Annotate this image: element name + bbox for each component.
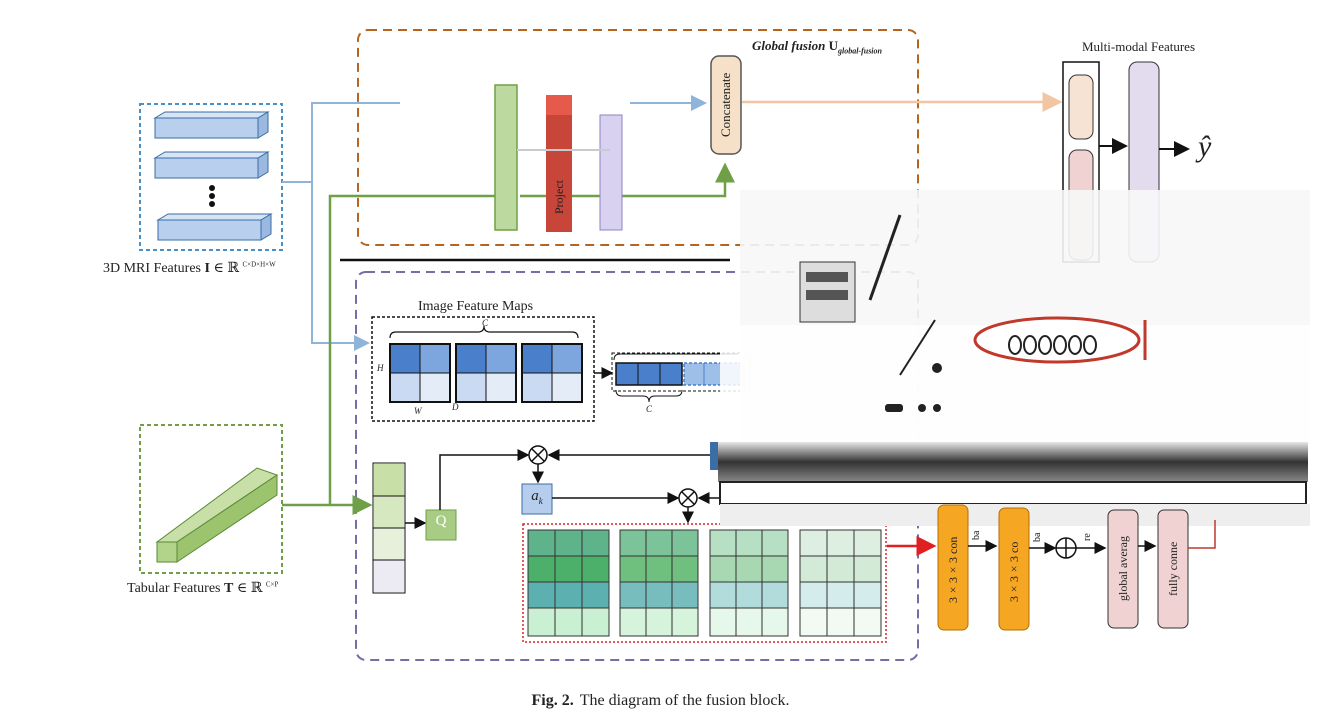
global-fusion-box xyxy=(357,29,919,246)
multimodal-peach-block xyxy=(1068,74,1094,140)
tabular-label: Tabular Features T ∈ ℝ C×P xyxy=(127,580,279,596)
label-d: D xyxy=(452,402,459,412)
label-c-top: C xyxy=(482,318,489,328)
mri-bar-1 xyxy=(153,111,270,139)
weighted-map-grid-4 xyxy=(799,529,882,637)
global-fusion-title: Global fusion Uglobal-fusion xyxy=(752,38,882,56)
fc-label: fully conne xyxy=(1166,541,1180,597)
caption-text: The diagram of the fusion block. xyxy=(579,692,790,709)
figure-caption: Fig. 2. The diagram of the fusion block. xyxy=(0,692,1321,710)
fc-block xyxy=(1157,509,1189,629)
dark-bar-top xyxy=(718,442,1308,482)
q-block xyxy=(425,509,457,541)
conv1-label: 3×3×3 con xyxy=(946,536,960,604)
tabular-bar xyxy=(155,467,279,563)
q-label: Q xyxy=(435,513,447,529)
concatenate-label: Concatenate xyxy=(718,72,733,138)
ak-block xyxy=(521,483,553,515)
weighted-map-grid-2 xyxy=(619,529,699,637)
conv2-block xyxy=(998,507,1030,631)
tabular-lines xyxy=(282,162,735,515)
weighted-map-grid-1 xyxy=(527,529,610,637)
conv1-block xyxy=(937,504,969,631)
image-map-grid-2 xyxy=(455,343,517,403)
mri-bar-3 xyxy=(156,213,273,241)
image-map-grid-3 xyxy=(521,343,583,403)
re-label: re xyxy=(1082,533,1093,541)
lavender-bar xyxy=(599,114,623,231)
image-map-grid-1 xyxy=(389,343,451,403)
c-brace xyxy=(389,325,579,339)
multimodal-title: Multi-modal Features xyxy=(1082,39,1196,54)
output-y-hat: ŷ xyxy=(1198,130,1212,163)
concatenate-block xyxy=(710,55,742,155)
label-h: H xyxy=(377,363,384,373)
tabular-box xyxy=(139,424,283,574)
ak-label: ak xyxy=(531,488,543,506)
image-feature-maps-box xyxy=(371,316,595,422)
caption-label: Fig. 2. xyxy=(531,692,574,709)
weighted-map-grid-3 xyxy=(709,529,789,637)
mri-bars xyxy=(153,111,273,241)
gap-block xyxy=(1107,509,1139,629)
green-feature-bar xyxy=(494,84,518,231)
label-w: W xyxy=(414,406,422,416)
weighted-maps-box xyxy=(522,523,887,643)
project-bar xyxy=(546,95,572,232)
mri-lines xyxy=(282,95,707,351)
mri-box xyxy=(139,103,283,251)
ba1-label: ba xyxy=(971,530,982,540)
label-c-bottom: C xyxy=(646,404,653,414)
image-maps-title: Image Feature Maps xyxy=(418,299,534,314)
conv2-label: 3×3×3 co xyxy=(1007,541,1021,603)
gap-label: global averag xyxy=(1116,536,1130,602)
c-brace-bottom xyxy=(615,389,683,403)
ba2-label: ba xyxy=(1032,532,1043,542)
mri-label: 3D MRI Features I ∈ ℝ C×D×H×W xyxy=(103,260,276,276)
project-label: Project xyxy=(552,180,566,215)
mri-bar-2 xyxy=(153,151,270,179)
dark-bar-bottom xyxy=(719,481,1307,505)
tabular-column-vector xyxy=(372,462,406,594)
